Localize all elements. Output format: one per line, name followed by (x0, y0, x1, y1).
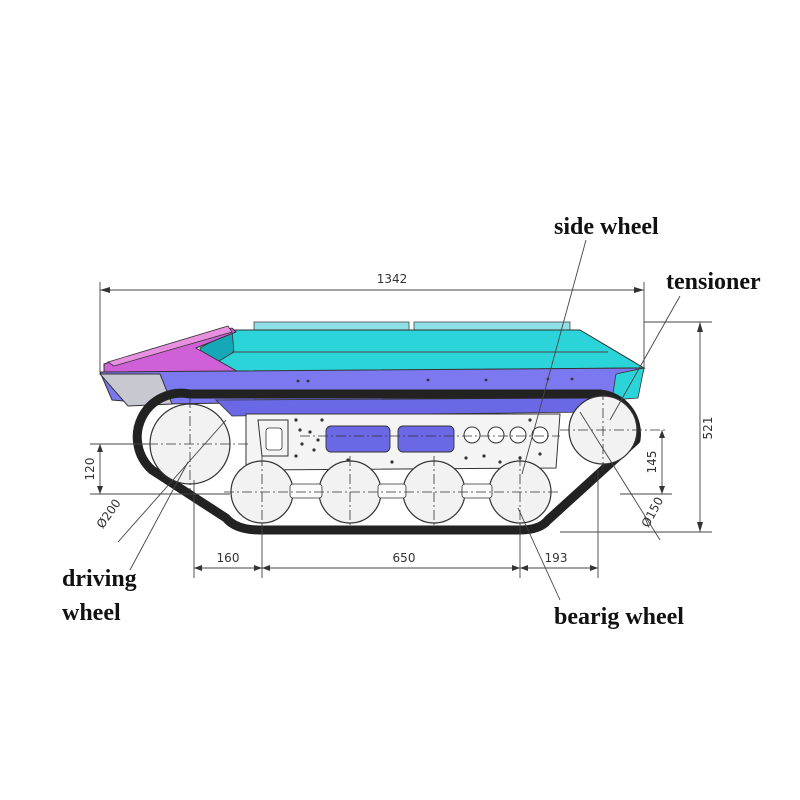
driving-wheel-leader (129, 461, 189, 571)
wheel-link (461, 483, 493, 499)
top-deck (198, 329, 646, 373)
label-bearing-wheel: bearig wheel (554, 604, 684, 630)
label-driving-wheel-line1: driving (62, 566, 137, 592)
frame-window-2 (397, 425, 455, 453)
top-lid-left (253, 321, 410, 331)
tensioner-leader (609, 295, 681, 421)
frame-hole (509, 426, 527, 444)
label-side-wheel: side wheel (554, 214, 659, 240)
callout-leaders (129, 239, 681, 601)
dim-drive-axle-height: 120 (83, 458, 97, 481)
dim-drive-wheel-diameter: Ø200 (94, 496, 124, 531)
label-driving-wheel-line2: wheel (62, 600, 121, 626)
dim-tensioner-axle-height: 145 (645, 451, 659, 474)
frame-hole (463, 426, 481, 444)
bearing-wheel-leader (517, 507, 561, 601)
frame-hole (487, 426, 505, 444)
hull-lower-band (215, 397, 613, 417)
frame-hole (531, 426, 549, 444)
side-frame (245, 413, 561, 471)
bracket-slot (265, 427, 283, 451)
dimension-lines (90, 282, 712, 578)
top-lid-right (413, 321, 571, 331)
dim-bearing-to-tensioner: 193 (545, 551, 568, 565)
label-tensioner: tensioner (666, 269, 761, 295)
wheel-link (377, 483, 407, 499)
center-lines (130, 390, 666, 528)
hull-band-rear (611, 367, 645, 401)
hull (98, 321, 646, 417)
frame-window-1 (325, 425, 391, 453)
dim-overall-length: 1342 (377, 272, 408, 286)
callout-labels: side wheel tensioner driving wheel beari… (62, 214, 761, 630)
frame-bolts (294, 418, 542, 464)
dim-overall-height: 521 (701, 417, 715, 440)
front-slope-top-plate (107, 325, 233, 367)
dim-bearing-span: 650 (393, 551, 416, 565)
dim-drive-to-bearing: 160 (217, 551, 240, 565)
side-wheel-leader (521, 239, 587, 475)
wheel-link (289, 483, 323, 499)
